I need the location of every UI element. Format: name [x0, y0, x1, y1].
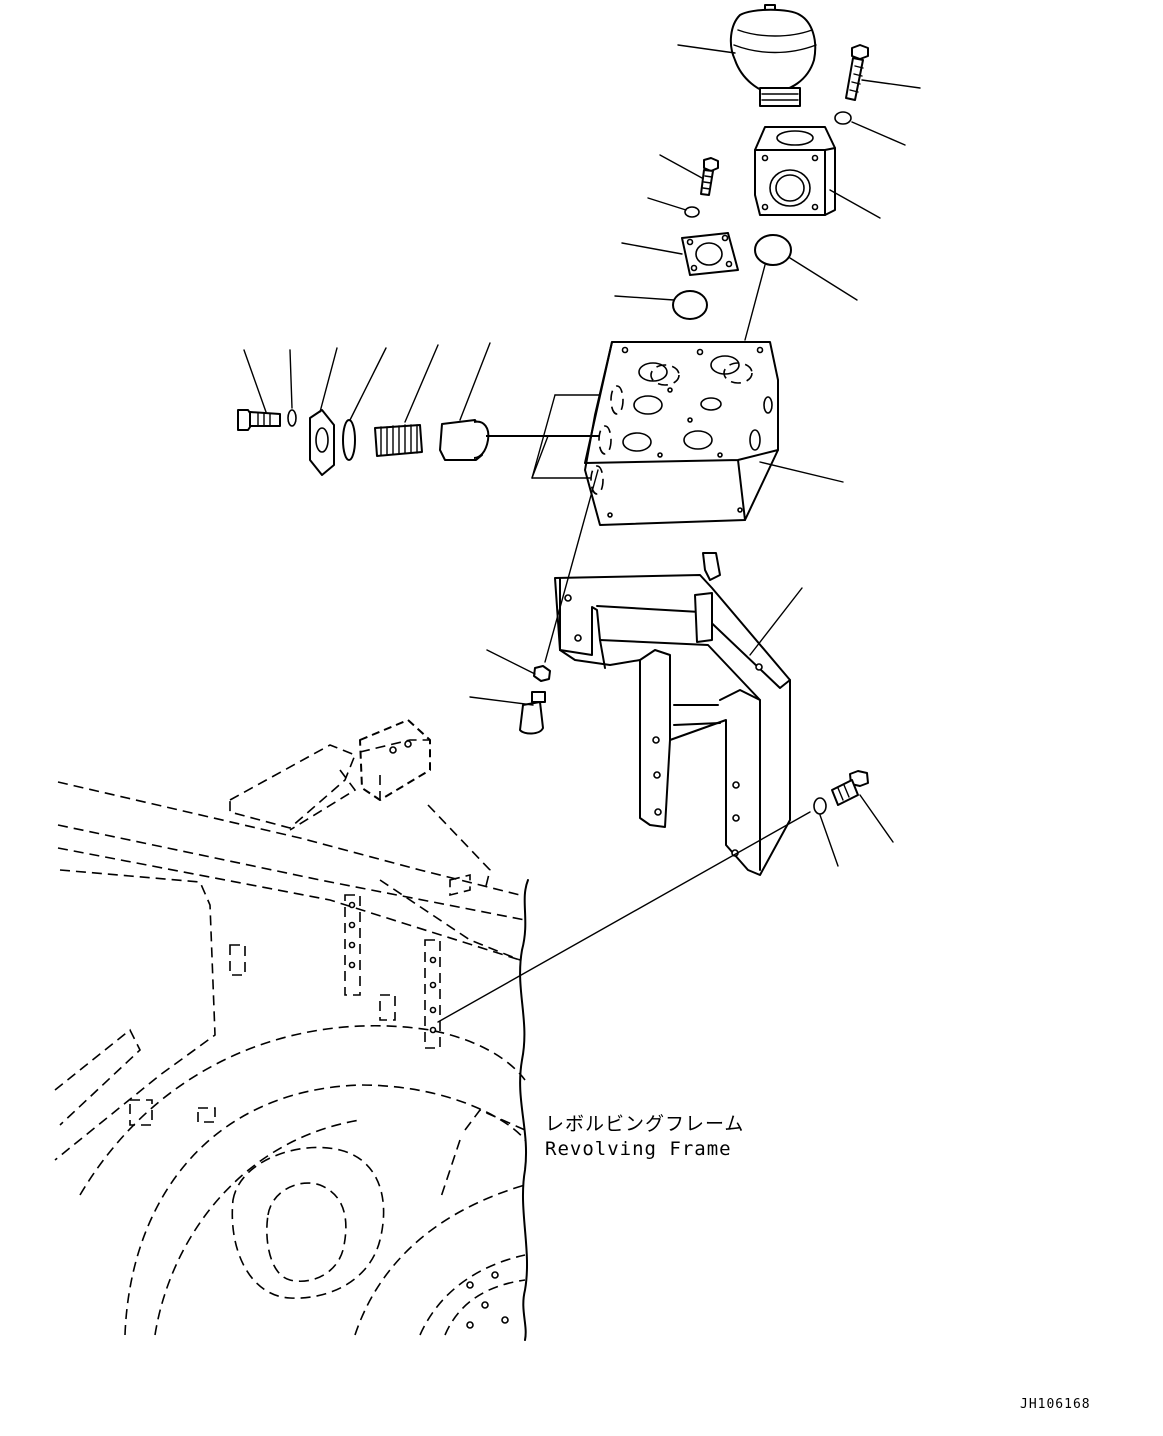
- spool-spring: [374, 424, 423, 457]
- nut-left: [533, 665, 551, 682]
- bolt-left: [519, 691, 546, 735]
- o-ring-right: [754, 234, 792, 266]
- spool-o-ring: [342, 419, 356, 461]
- flange-plate: [681, 232, 739, 276]
- spool-cover: [309, 409, 335, 476]
- spool-piston: [439, 419, 600, 461]
- bolt-small-left: [700, 157, 719, 196]
- bolt-right-lower: [831, 770, 869, 806]
- frame-label-en: Revolving Frame: [545, 1138, 732, 1160]
- valve-block: [584, 341, 779, 526]
- accumulator: [729, 4, 817, 107]
- revolving-frame: [54, 719, 529, 1341]
- washer-small-left: [684, 206, 700, 218]
- o-ring-left: [672, 290, 708, 320]
- drawing-code: JH106168: [1020, 1397, 1091, 1412]
- mounting-bracket: [554, 552, 791, 876]
- bolt-spool-cap: [237, 409, 281, 431]
- washer-top: [834, 111, 852, 125]
- washer-right-lower: [813, 797, 827, 815]
- washer-spool: [287, 409, 297, 427]
- frame-label-ja: レボルビングフレーム: [545, 1113, 744, 1135]
- bolt-top-right: [845, 44, 869, 101]
- adapter-block: [754, 126, 836, 216]
